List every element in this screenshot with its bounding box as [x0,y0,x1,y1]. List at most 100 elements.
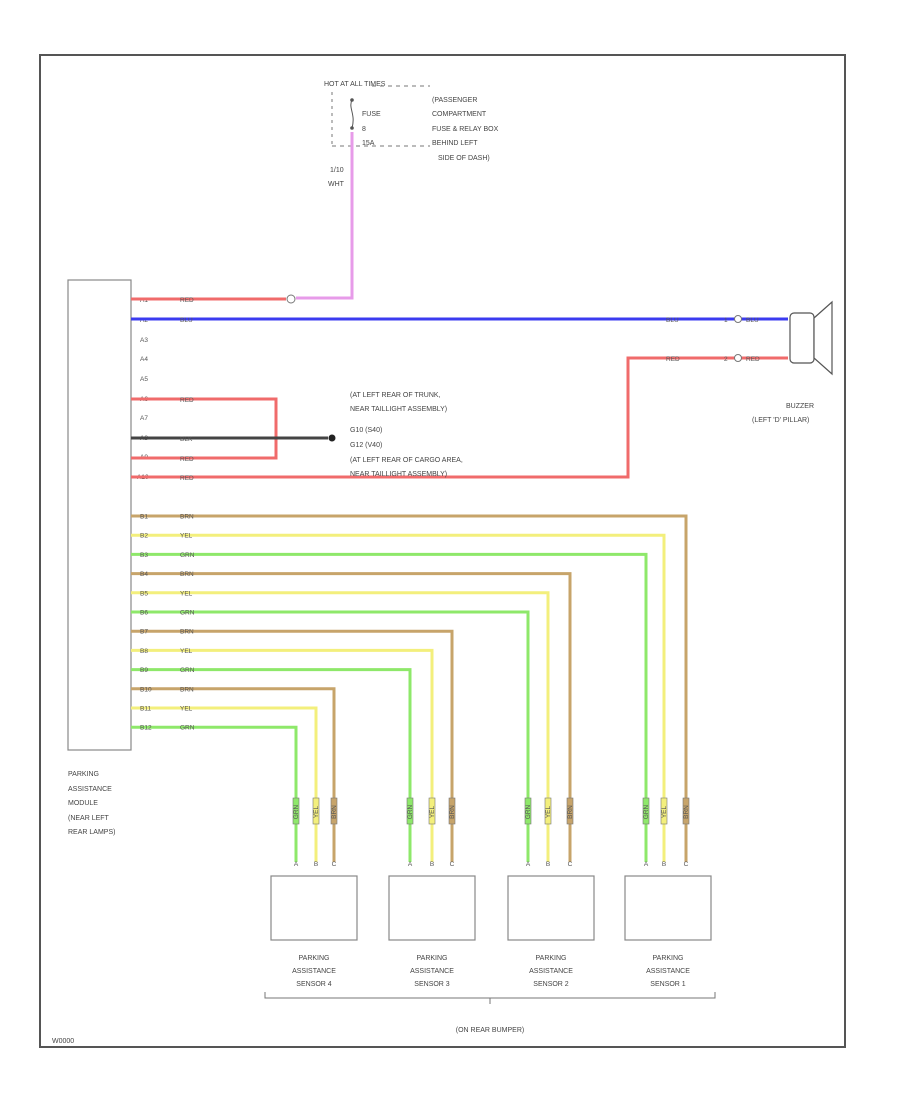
sensor-4-wire-label: GRN [293,804,300,819]
sensor-4-pin-a: A [294,861,299,868]
wire-supply-pink [296,132,354,300]
wire-b10 [131,687,336,862]
wire-b9-color: GRN [180,667,195,674]
fuse-location-1: (PASSENGER [432,97,477,104]
sensor-4-name-1: PARKING [299,955,330,962]
sensor-2-pin-c: C [568,861,573,868]
pin-b12: B12 [140,725,152,732]
module-name-3: MODULE [68,800,98,807]
sensor-4-pin-c: C [332,861,337,868]
wire-b6 [131,610,530,862]
ground-note-1: (AT LEFT REAR OF TRUNK, [350,392,441,399]
fuse-label: FUSE [362,111,381,118]
wire-b7-color: BRN [180,629,194,636]
buzzer-name-2: (LEFT 'D' PILLAR) [752,417,809,424]
source-wire-color: WHT [328,181,345,188]
sensor-1-wire-label: GRN [643,804,650,819]
ground-note-6: NEAR TAILLIGHT ASSEMBLY) [350,471,447,478]
fuse-amps: 15A [362,140,375,147]
sensor-1-name-3: SENSOR 1 [650,981,686,988]
fuse-location-5: SIDE OF DASH) [438,155,490,162]
wire-b3 [131,552,648,862]
wire-a2-color: BLU [180,317,193,324]
sensor-3-wire-label: YEL [429,805,436,818]
buzzer-connector-2 [734,354,742,362]
module-name-5: REAR LAMPS) [68,829,115,836]
connector-b12 [292,797,300,825]
buzzer-pin2-color: RED [746,356,760,363]
pin-b2: B2 [140,533,148,540]
pin-b10: B10 [140,686,152,693]
pin-b3: B3 [140,552,148,559]
sensor-1-pin-c: C [684,861,689,868]
wire-a9-color: RED [180,456,194,463]
ground-note-4: G12 (V40) [350,442,382,449]
connector-b1 [682,797,690,825]
wire-b12-color: GRN [180,725,195,732]
sensor-3-pin-b: B [430,861,434,868]
pin-a5: A5 [140,376,148,383]
wire-b9 [131,668,412,862]
parking-assist-module [67,279,132,751]
pin-b9: B9 [140,667,148,674]
connector-b7 [448,797,456,825]
sensor-1-pin-b: B [662,861,666,868]
module-name: PARKING ASSISTANCE MODULE (NEAR LEFT REA… [68,771,115,836]
sensor-3-name-2: ASSISTANCE [410,968,454,975]
wire-b8-color: YEL [180,648,193,655]
wire-b5-color: YEL [180,590,193,597]
sensor-4-name-3: SENSOR 4 [296,981,332,988]
wire-buzzer-blu-label: BLU [666,317,679,324]
fuse-location-4: BEHIND LEFT [432,140,478,147]
sensor-1-pin-a: A [644,861,649,868]
bumper-bracket [264,992,716,999]
wire-b5 [131,591,550,862]
sensor-2-name-2: ASSISTANCE [529,968,573,975]
ground-note-3: G10 (S40) [350,427,382,434]
sensor-2-wire-label: GRN [525,804,532,819]
pin-b7: B7 [140,629,148,636]
buzzer-icon [813,300,833,376]
wire-a1-color: RED [180,297,194,304]
ground-point [328,434,336,442]
fuse-number: 8 [362,126,366,133]
sensor-4-pin-b: B [314,861,318,868]
wire-b12 [131,725,298,862]
source-wire-number: 1/10 [330,167,344,174]
wire-a6-color: RED [180,397,194,404]
module-name-4: (NEAR LEFT [68,815,110,822]
buzzer-body [789,312,815,364]
wire-buzzer-red-label: RED [666,356,680,363]
pin-b1: B1 [140,514,148,521]
sensor-1-name-2: ASSISTANCE [646,968,690,975]
sensor-3-name-1: PARKING [417,955,448,962]
wire-b1-color: BRN [180,514,194,521]
sensor-2-pin-a: A [526,861,531,868]
wire-b6-color: GRN [180,610,195,617]
wire-a10-color: RED [180,475,194,482]
wire-b7 [131,629,454,862]
pin-a3: A3 [140,337,148,344]
fuse-source: HOT AT ALL TIMES FUSE 8 15A (PASSENGER C… [324,81,499,188]
sensor-2-name-3: SENSOR 2 [533,981,569,988]
connector-b11 [312,797,320,825]
sensor-2-wire-label: BRN [567,805,574,819]
connector-b10 [330,797,338,825]
buzzer-pin1-color: BLU [746,317,759,324]
pin-a7: A7 [140,415,148,422]
sensor-2-wire-label: YEL [545,805,552,818]
connector-b3 [642,797,650,825]
module-pins-a: A1 A2 A3 A4 A5 A6 A7 A8 A9 A10 [137,297,149,481]
fuse-icon [350,99,354,129]
wire-a10-red [131,356,788,479]
sensor-3-box [388,875,476,941]
pin-a4: A4 [140,356,148,363]
diagram-frame [39,54,846,1048]
sensor-1-wire-label: YEL [661,805,668,818]
wire-b2 [131,533,666,862]
wire-a6-red [131,397,278,460]
sensors: PARKING ASSISTANCE SENSOR 4 PARKING ASSI… [264,875,716,1034]
fuse-location-3: FUSE & RELAY BOX [432,126,499,133]
pin-b6: B6 [140,610,148,617]
